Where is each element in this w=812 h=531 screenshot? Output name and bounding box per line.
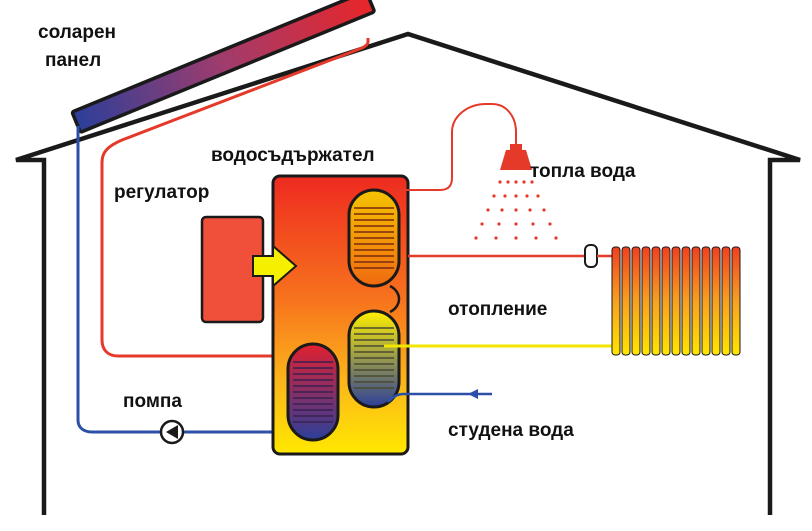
cold-water-arrow-icon — [468, 389, 478, 399]
lower-coil — [286, 342, 340, 442]
house-outline — [15, 31, 801, 515]
coil-connector — [389, 284, 401, 314]
water-tank-label: водосъдържател — [211, 145, 375, 166]
pump-label: помпа — [123, 391, 182, 412]
hot-pipe-from-panel — [100, 38, 370, 358]
solar-panel-label-line1: соларен — [38, 22, 116, 43]
cold-water-pipe — [387, 392, 492, 403]
shower-icon — [474, 144, 558, 240]
cold-pipe-to-panel — [76, 126, 300, 434]
controller-arrow-icon — [252, 243, 298, 289]
heating-label: отопление — [448, 299, 547, 320]
hot-water-pipe — [398, 103, 517, 191]
radiator-icon — [611, 246, 741, 356]
solar-panel-label-line2: панел — [45, 50, 101, 71]
upper-coil — [347, 188, 401, 288]
controller-label: регулатор — [114, 182, 209, 203]
pump-icon — [159, 419, 185, 445]
solar-panel — [70, 0, 376, 134]
radiator-valve — [584, 244, 598, 268]
middle-coil — [347, 309, 401, 409]
cold-water-label: студена вода — [448, 420, 574, 441]
hot-water-label: топла вода — [530, 161, 636, 182]
